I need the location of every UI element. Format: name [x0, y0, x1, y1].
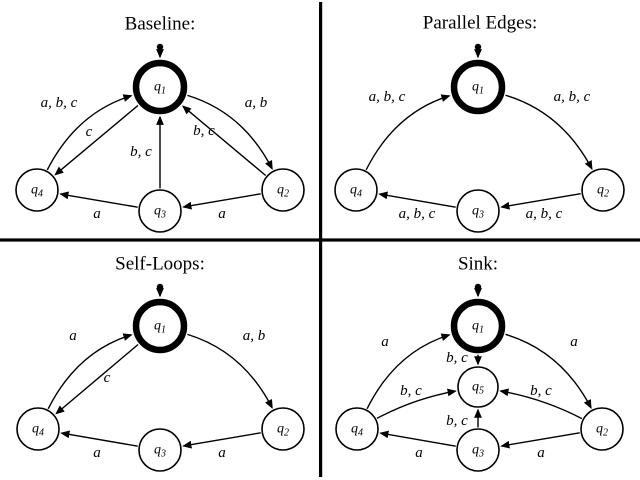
transition-label-q3-q4: a, b, c [399, 206, 436, 222]
diagram-title-sink: Sink: [458, 254, 498, 275]
start-dot [474, 283, 482, 291]
transition-edge-q4-q1 [47, 333, 133, 410]
transition-label-q2-q1: b, c [193, 123, 215, 139]
start-dot [474, 43, 482, 51]
state-q1 [450, 298, 506, 354]
transition-label-q4-q5: b, c [400, 383, 422, 399]
state-q4 [15, 168, 59, 212]
transition-edge-q1-q4 [55, 343, 139, 415]
transition-label-q1-q4: c [86, 124, 93, 140]
state-q1 [132, 298, 188, 354]
transition-edge-q4-q5 [376, 388, 457, 420]
state-q3 [456, 189, 500, 233]
transition-edge-q2-q3 [500, 193, 581, 210]
transition-edge-q3-q4 [379, 430, 456, 447]
diagram-title-parallel-edges: Parallel Edges: [423, 13, 538, 34]
state-q1 [450, 59, 506, 115]
transition-edge-q3-q4 [60, 430, 138, 447]
state-q2 [580, 407, 624, 451]
diagram-title-self-loops: Self-Loops: [115, 254, 205, 275]
state-q2 [261, 407, 305, 451]
transition-label-q2-q5: b, c [530, 383, 552, 399]
transition-edge-q2-q5 [499, 388, 583, 420]
transition-label-q1-q2: a, b, c [554, 89, 591, 105]
transition-edge-q1-q2 [505, 333, 592, 409]
transition-edge-q1-q2 [187, 94, 273, 170]
state-q4 [16, 407, 60, 451]
transition-label-q2-q3: a [218, 445, 226, 461]
transition-label-q3-q5: b, c [446, 413, 468, 429]
state-q3 [138, 189, 182, 233]
transition-label-q3-q4: a [93, 445, 101, 461]
state-q3 [456, 428, 500, 472]
transition-label-q1-q2: a, b [243, 328, 266, 344]
transition-label-q3-q1: b, c [130, 144, 152, 160]
transition-edge-q1-q2 [505, 94, 593, 170]
transition-label-q4-q1: a [69, 328, 77, 344]
transition-edge-q4-q1 [46, 94, 133, 171]
transition-label-q2-q3: a [218, 206, 226, 222]
transition-label-q3-q4: a [415, 445, 423, 461]
transition-label-q2-q3: a, b, c [526, 206, 563, 222]
state-q2 [581, 168, 625, 212]
start-dot [156, 43, 164, 51]
transition-edge-q3-q4 [59, 191, 138, 208]
state-q2 [261, 168, 305, 212]
state-q4 [334, 168, 378, 212]
transition-edge-q1-q4 [54, 104, 139, 176]
transition-edge-q2-q3 [500, 432, 580, 449]
transition-edge-q1-q2 [187, 333, 273, 409]
transition-label-q4-q1: a [381, 334, 389, 350]
state-q5 [457, 366, 499, 408]
transition-label-q1-q4: c [104, 370, 111, 386]
quadrant-divider-horizontal [0, 238, 640, 242]
diagram-title-baseline: Baseline: [125, 14, 196, 35]
transition-edge-q4-q1 [366, 333, 451, 410]
start-dot [156, 283, 164, 291]
state-q1 [132, 59, 188, 115]
transition-edge-q2-q3 [182, 432, 261, 449]
transition-edge-q3-q4 [378, 191, 456, 208]
transition-edge-q4-q1 [365, 94, 451, 171]
transition-label-q1-q2: a [570, 334, 578, 350]
transition-label-q1-q5: b, c [446, 350, 468, 366]
transition-label-q4-q1: a, b, c [369, 89, 406, 105]
transition-label-q2-q3: a [537, 445, 545, 461]
transition-label-q3-q4: a [93, 206, 101, 222]
state-q4 [335, 407, 379, 451]
transition-edge-q2-q3 [182, 193, 261, 210]
transition-label-q4-q1: a, b, c [41, 95, 78, 111]
transition-label-q1-q2: a, b [245, 95, 268, 111]
state-q3 [138, 428, 182, 472]
transition-edge-q2-q1 [182, 105, 267, 177]
